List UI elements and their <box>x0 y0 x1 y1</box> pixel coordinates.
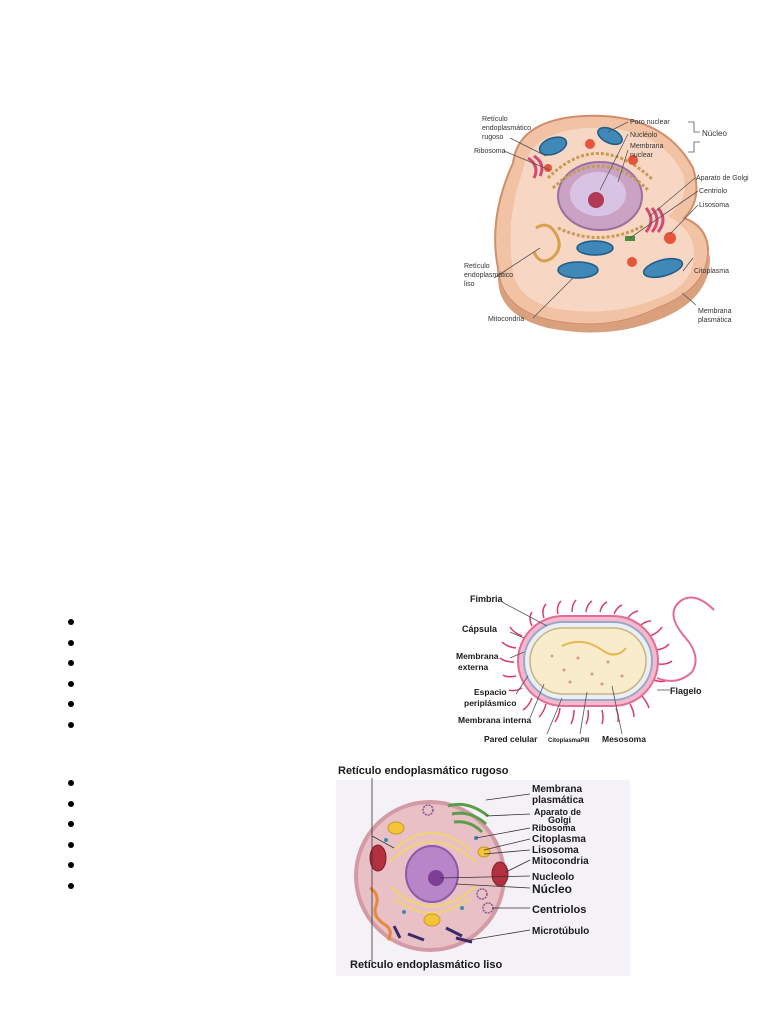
label-cytoplasm: Citoplasma <box>694 268 729 275</box>
bacterium-figure: Fimbria Cápsula Membrana externa Espacio… <box>452 586 724 750</box>
list-item <box>68 794 82 815</box>
microtubule-shape <box>392 925 473 944</box>
animal-cell-2d-figure: Retículo endoplasmático rugoso Retículo … <box>334 758 630 980</box>
label-ser: Retículo endoplasmático liso <box>350 959 502 971</box>
nucleolus-shape <box>428 870 444 886</box>
label-outer-membrane: Membrana externa <box>456 651 501 672</box>
animal-cell-2d-svg: Retículo endoplasmático rugoso Retículo … <box>334 758 630 980</box>
cytoplasm-shape <box>529 627 647 695</box>
label-ribosome: Ribosoma <box>474 148 506 155</box>
label-nucleolus: Nucléolo <box>630 132 657 139</box>
label-cell-wall: Pared celular <box>484 734 538 744</box>
label-nuclear-membrane: Membrana nuclear <box>630 143 665 159</box>
label-nucleus: Núcleo <box>532 882 572 896</box>
label-fimbria: Fimbria <box>470 594 504 604</box>
label-plasma-membrane: Membrana plasmática <box>532 784 585 806</box>
label-mesosome: Mesosoma <box>602 734 646 744</box>
label-nucleus: Núcleo <box>702 129 727 138</box>
label-rer: Retículo endoplasmático rugoso <box>338 765 509 777</box>
label-mitochondria: Mitocondria <box>488 316 524 323</box>
label-microtubule: Microtúbulo <box>532 926 589 937</box>
label-ser: Retículo endoplasmático liso <box>464 263 515 288</box>
mitochondria-shape <box>369 844 387 872</box>
label-mitochondria: Mitocondria <box>532 856 589 867</box>
label-cytoplasm: Citoplasma <box>532 834 586 845</box>
label-lysosome: Lisosoma <box>532 845 579 856</box>
animal-cell-3d-figure: Retículo endoplasmático rugoso Ribosoma … <box>458 108 758 338</box>
list-item <box>68 715 82 736</box>
label-golgi: Aparato de Golgi <box>696 175 749 182</box>
list-item <box>68 612 82 633</box>
label-centriole: Centriolo <box>699 188 727 195</box>
lysosome-shape <box>585 139 595 149</box>
ser-shape <box>532 223 561 263</box>
er-shape <box>389 832 477 914</box>
list-item <box>68 694 82 715</box>
golgi-shape <box>447 802 489 834</box>
nucleoid-shape <box>561 640 627 656</box>
list-item <box>68 855 82 876</box>
list-item <box>68 633 82 654</box>
list-item <box>68 674 82 695</box>
cell-cut-edge <box>498 248 710 333</box>
list-item <box>68 876 82 897</box>
label-lysosome: Lisosoma <box>699 202 729 209</box>
list-item <box>68 773 82 794</box>
animal-cell-3d-svg: Retículo endoplasmático rugoso Ribosoma … <box>464 114 749 333</box>
golgi-shape <box>644 207 665 233</box>
bacterium-svg: Fimbria Cápsula Membrana externa Espacio… <box>452 586 724 750</box>
ser-shape <box>369 886 392 941</box>
mitochondria-shape <box>538 136 568 156</box>
label-periplasm: Espacio periplásmico <box>464 687 516 708</box>
lysosome-shape <box>387 821 405 835</box>
label-plasma-membrane: Membrana plasmática <box>698 308 733 324</box>
leader-lines <box>493 121 700 319</box>
label-nucleolus: Nucleolo <box>532 872 574 883</box>
label-flagellum: Flagelo <box>670 686 702 696</box>
label-capsule: Cápsula <box>462 624 498 634</box>
label-golgi: Aparato de Golgi <box>534 807 584 825</box>
bullet-list-2 <box>68 773 82 897</box>
centriole-shape <box>625 236 635 241</box>
label-cytoplasm: CitoplasmaPIII <box>548 738 590 744</box>
nucleolus-shape <box>588 192 604 208</box>
list-item <box>68 653 82 674</box>
leader-lines <box>501 601 670 735</box>
flagellum-shape <box>656 596 715 682</box>
list-item <box>68 814 82 835</box>
label-nuclear-pore: Poro nuclear <box>630 119 670 126</box>
label-ribosome: Ribosoma <box>532 823 577 833</box>
list-item <box>68 835 82 856</box>
centriole-shape <box>422 804 434 816</box>
label-rer: Retículo endoplasmático rugoso <box>482 116 533 141</box>
leader-lines <box>371 778 531 966</box>
bullet-list-1 <box>68 612 82 736</box>
label-inner-membrane: Membrana interna <box>458 715 531 725</box>
label-centrioles: Centriolos <box>532 904 586 916</box>
